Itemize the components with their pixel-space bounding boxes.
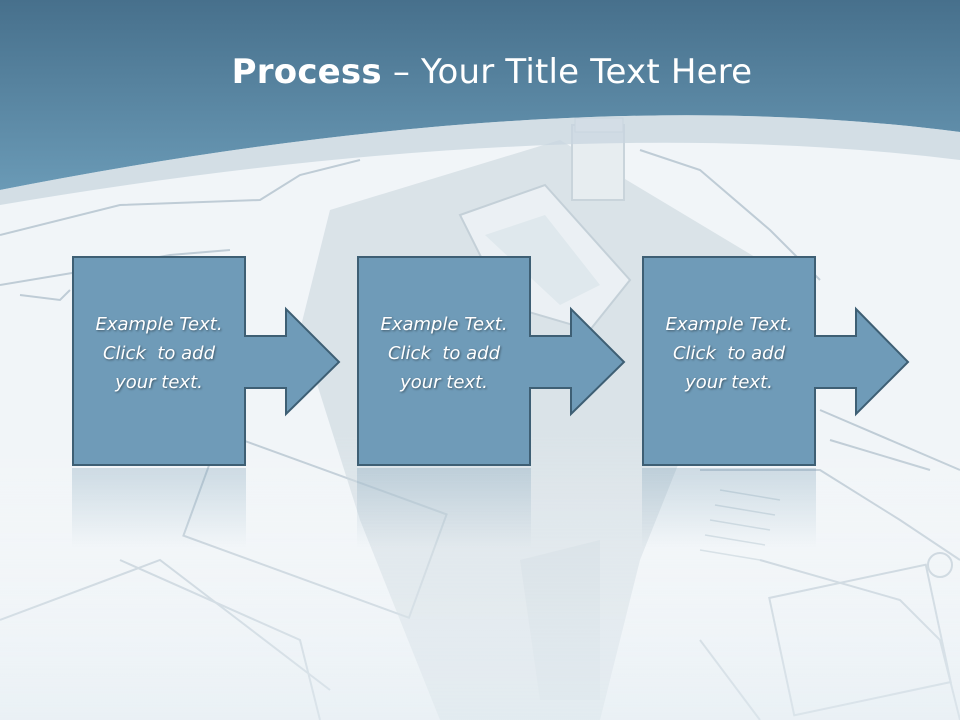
process-step-3[interactable]: Example Text. Click to add your text. [642, 256, 910, 548]
arrow-box-shape [642, 256, 910, 466]
step-3-text[interactable]: Example Text. Click to add your text. [644, 310, 814, 397]
step-text-line: Example Text. [380, 314, 508, 335]
step-text-line: Example Text. [665, 314, 793, 335]
step-reflection [72, 468, 246, 548]
arrow-box-shape [357, 256, 626, 466]
step-text-line: your text. [400, 372, 488, 393]
step-text-line: Click to add [102, 343, 215, 364]
step-text-line: Click to add [387, 343, 500, 364]
step-text-line: your text. [115, 372, 203, 393]
step-1-text[interactable]: Example Text. Click to add your text. [74, 310, 244, 397]
title-rest: Your Title Text Here [421, 52, 753, 92]
title-dash: – [381, 52, 422, 92]
arrow-box-shape [72, 256, 341, 466]
step-reflection [642, 468, 816, 548]
step-text-line: your text. [685, 372, 773, 393]
step-reflection [357, 468, 531, 548]
step-text-line: Example Text. [95, 314, 223, 335]
step-text-line: Click to add [672, 343, 785, 364]
process-step-2[interactable]: Example Text. Click to add your text. [357, 256, 626, 548]
title-bold: Process [231, 52, 382, 92]
process-step-1[interactable]: Example Text. Click to add your text. [72, 256, 341, 548]
slide-title[interactable]: Process – Your Title Text Here [0, 52, 960, 92]
step-2-text[interactable]: Example Text. Click to add your text. [359, 310, 529, 397]
